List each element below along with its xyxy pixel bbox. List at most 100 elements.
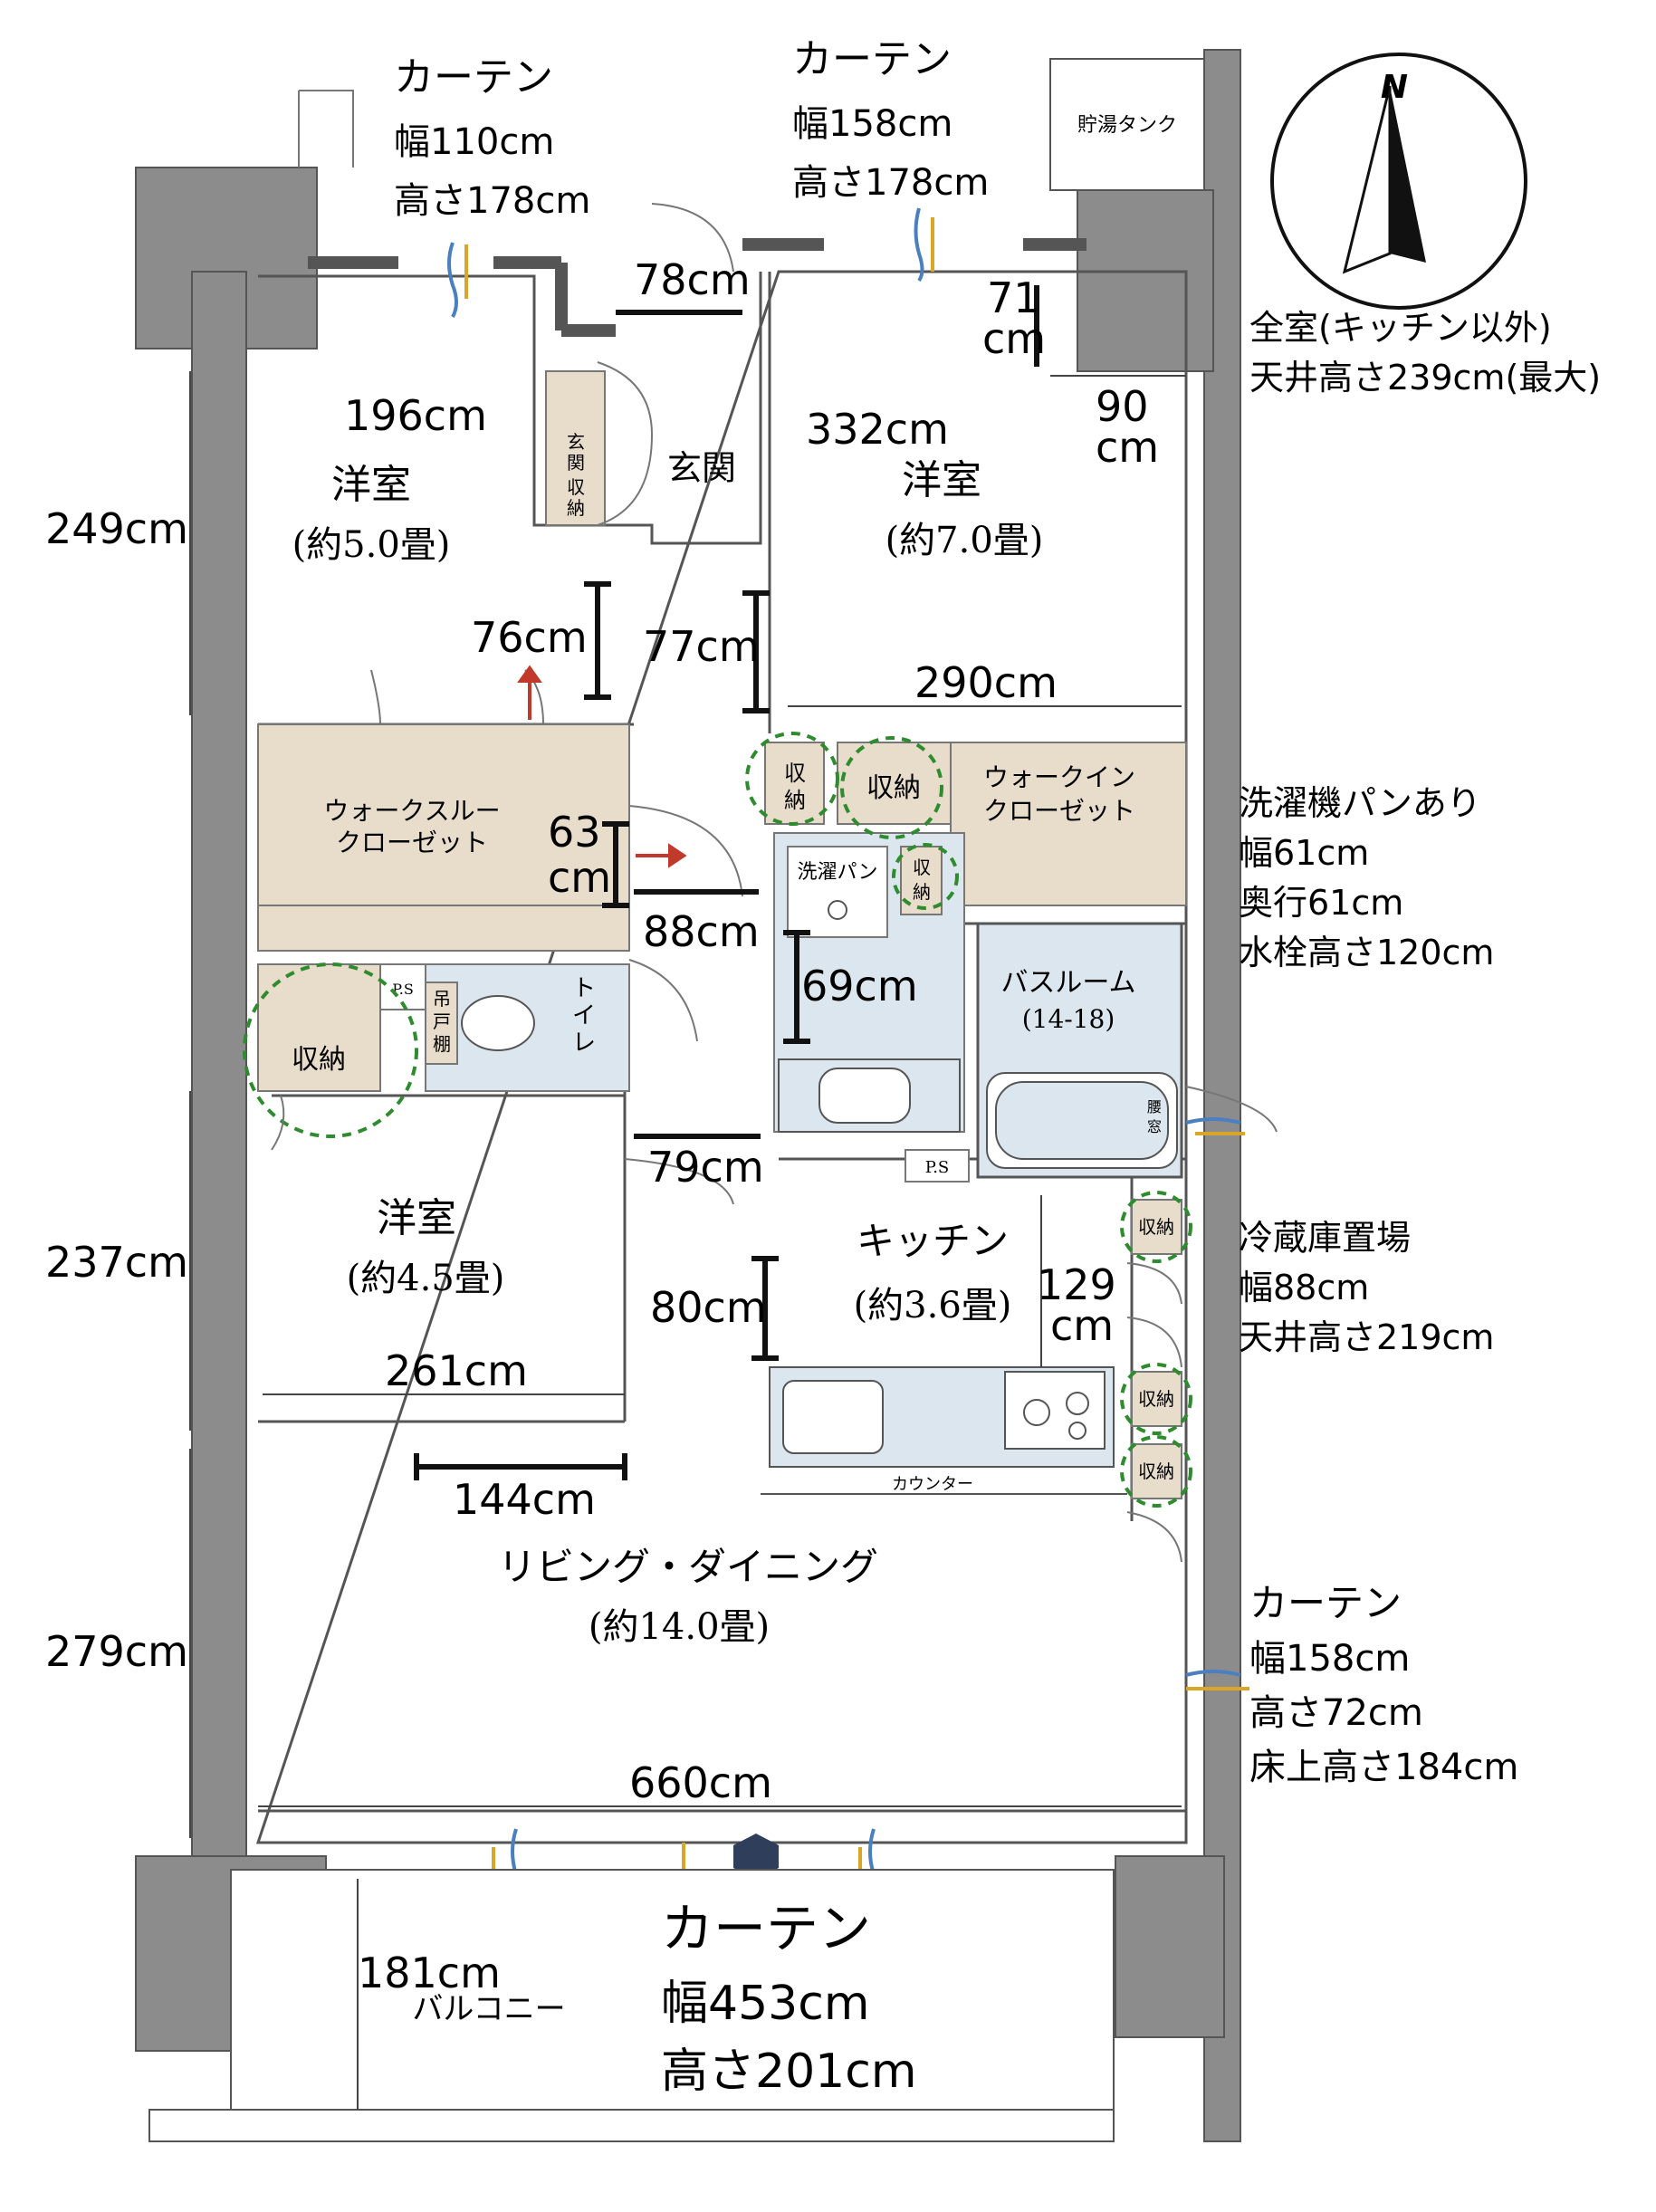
curtain-nw-width: 幅110cm [394, 121, 554, 163]
storage-circle-hall-wide [840, 736, 943, 839]
western-room-3-name: 洋室 [377, 1195, 456, 1241]
dim-129-unit: cm [1050, 1301, 1114, 1350]
arrows [517, 665, 687, 868]
arrow-right-icon [668, 843, 687, 868]
storage-left-label: 収納 [292, 1044, 346, 1076]
compass: N [1270, 53, 1527, 310]
dimension-lines [414, 285, 1039, 1480]
fridge-note-title: 冷蔵庫置場 [1239, 1218, 1411, 1258]
western-room-2-name: 洋室 [902, 457, 981, 503]
curtain-nw-title: カーテン [394, 54, 553, 101]
curtain-south-height: 高さ201cm [661, 2044, 917, 2099]
western-room-3-size: (約4.5畳) [347, 1258, 505, 1299]
curtain-east-floor: 床上高さ184cm [1249, 1747, 1518, 1788]
water-tank [1049, 58, 1205, 191]
ps-kitchen-label: P.S [925, 1158, 950, 1177]
curtain-marker-east [1185, 1670, 1241, 1677]
balcony-label: バルコニー [412, 1991, 565, 2027]
ceiling-note-2: 天井高さ239cm(最大) [1249, 358, 1601, 397]
toilet-char-3: レ [572, 1029, 596, 1057]
kitchen-storage-1 [1131, 1199, 1182, 1255]
counter-label: カウンター [892, 1475, 973, 1494]
storage-circle-kitchen-2 [1120, 1363, 1192, 1435]
fridge-note-ceiling: 天井高さ219cm [1239, 1317, 1494, 1357]
wall-west [191, 271, 247, 1893]
living-name: リビング・ダイニング [498, 1545, 878, 1589]
storage-circle-kitchen-3 [1120, 1435, 1192, 1508]
entrance-storage-char-4: 納 [567, 497, 585, 519]
dim-290: 290cm [914, 658, 1058, 707]
dim-63-num: 63 [548, 808, 601, 857]
ps-kitchen [905, 1149, 970, 1183]
bath-window-char-1: 腰 [1147, 1098, 1162, 1116]
wash-storage-char-2: 納 [913, 881, 931, 903]
wash-storage-char-1: 収 [913, 857, 931, 878]
ceiling-note-1: 全室(キッチン以外) [1249, 308, 1552, 348]
dim-129-num: 129 [1037, 1260, 1116, 1309]
walkin-closet [950, 742, 1187, 906]
western-room-1-name: 洋室 [331, 462, 411, 508]
dim-261: 261cm [385, 1346, 528, 1395]
curtain-east-height: 高さ72cm [1249, 1692, 1423, 1734]
dim-77: 77cm [643, 622, 760, 671]
entrance-storage [545, 370, 606, 526]
western-room-2-size: (約7.0畳) [885, 520, 1044, 561]
kitchen-stove [1004, 1371, 1106, 1450]
wall-ne-block [1077, 189, 1214, 372]
dim-71-num: 71 [987, 273, 1040, 322]
kitchen-storage-2-label: 収納 [1138, 1388, 1174, 1410]
dim-90-unit: cm [1096, 423, 1159, 472]
balcony-rail [148, 2109, 1115, 2142]
hexagon-icon [733, 1834, 779, 1880]
curtain-ne-title: カーテン [792, 36, 952, 82]
burner-icon-1 [1023, 1399, 1050, 1426]
kitchen-storage-2 [1131, 1371, 1182, 1427]
hanging-shelf-char-2: 戸 [433, 1010, 451, 1032]
hall-storage-small [764, 742, 825, 825]
hall-storage-wide-label: 収納 [866, 772, 921, 804]
hanging-shelf [425, 982, 458, 1065]
kitchen-size: (約3.6畳) [854, 1285, 1012, 1326]
curtain-marker-ne [914, 207, 924, 282]
dim-71-unit: cm [982, 314, 1046, 363]
dim-660: 660cm [629, 1758, 772, 1807]
walkin-closet-label-2: クローゼット [983, 796, 1135, 826]
arrow-up-icon [517, 665, 542, 683]
bath-window-char-2: 窓 [1147, 1118, 1162, 1135]
washer-pan-label: 洗濯パン [797, 861, 877, 884]
fridge-note-width: 幅88cm [1239, 1268, 1369, 1307]
bathroom-label: バスルーム [1000, 967, 1135, 999]
dim-181: 181cm [358, 1949, 501, 1997]
north-walls [308, 238, 1086, 337]
storage-circle-wash [892, 843, 959, 910]
hall-storage-small-char-1: 収 [784, 761, 806, 786]
dim-90-num: 90 [1096, 382, 1149, 431]
western-room-1-size: (約5.0畳) [292, 524, 451, 566]
wall-se-block [1115, 1855, 1225, 2038]
kitchen-name: キッチン [857, 1219, 1009, 1263]
washer-note-faucet: 水栓高さ120cm [1239, 933, 1494, 972]
curtain-east-width: 幅158cm [1249, 1638, 1410, 1680]
dim-63-unit: cm [548, 853, 611, 902]
dim-79: 79cm [647, 1143, 764, 1192]
entrance-storage-char-1: 玄 [567, 431, 585, 453]
curtain-ne-height: 高さ178cm [792, 162, 989, 204]
walkthrough-closet-label-1: ウォークスルー [323, 796, 500, 826]
walkthrough-closet [257, 723, 630, 952]
toilet-bowl-icon [461, 995, 535, 1051]
hanging-shelf-char-3: 棚 [433, 1033, 451, 1055]
living-size: (約14.0畳) [589, 1606, 770, 1648]
dim-88: 88cm [643, 907, 760, 956]
entrance-storage-char-2: 関 [567, 452, 585, 474]
walkin-closet-label-1: ウォークイン [983, 762, 1135, 792]
hanging-shelf-char-1: 吊 [433, 988, 451, 1010]
toilet-char-1: ト [572, 975, 596, 1002]
dim-196: 196cm [344, 391, 487, 440]
bathtub-inner [995, 1081, 1169, 1160]
burner-icon-3 [1068, 1422, 1086, 1440]
curtain-marker-bath [1185, 1117, 1241, 1125]
dim-279: 279cm [45, 1627, 188, 1676]
washer-drain-icon [828, 900, 847, 920]
ps-left-label: P.S [392, 981, 414, 998]
